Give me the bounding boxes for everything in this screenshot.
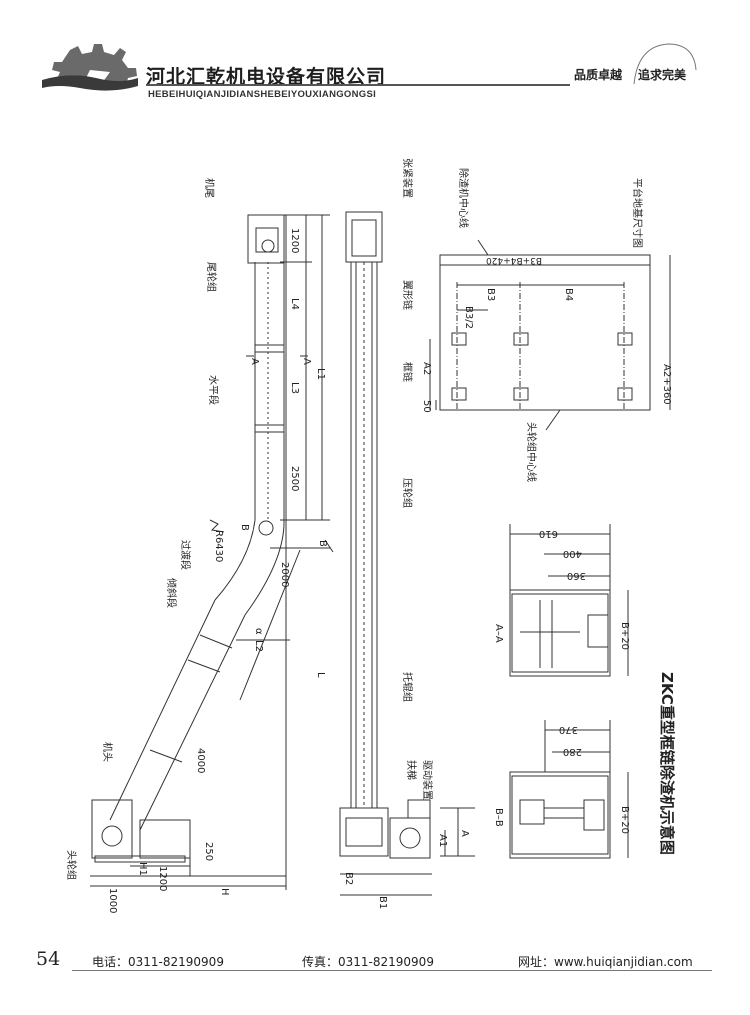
dim-610: 610 [539, 528, 558, 539]
dim-B3: B3 [485, 288, 496, 301]
dim-B3-half: B3/2 [463, 306, 474, 329]
mark-section-A-left: A [249, 358, 260, 365]
header-rule [146, 84, 570, 86]
front-view [339, 211, 475, 896]
footer-fax: 传真：0311-82190909 [302, 955, 434, 969]
label-press-wheel-group: 压轮组 [401, 478, 414, 508]
company-logo-icon [42, 44, 138, 91]
label-incline-section: 倾斜段 [165, 578, 178, 608]
label-radius: R6430 [213, 530, 224, 562]
side-view [90, 214, 334, 890]
dim-2000: 2000 [279, 562, 290, 587]
label-tail-wheel-group: 尾轮组 [205, 262, 218, 292]
dim-1200-bottom: 1200 [157, 866, 168, 891]
dim-H: H [219, 888, 230, 896]
dim-L2: L2 [253, 640, 264, 652]
page-header: 河北汇乾机电设备有限公司 HEBEIHUIQIANJIDIANSHEBEIYOU… [0, 0, 750, 110]
dim-L1: L1 [315, 368, 326, 380]
dim-B4: B4 [563, 288, 574, 301]
dim-B2: B2 [343, 872, 354, 885]
label-head-wheel-center-line: 头轮组中心线 [525, 422, 538, 482]
label-drive-device: 驱动装置 [421, 760, 434, 800]
mark-section-B-left: B [239, 524, 250, 531]
dim-400: 400 [563, 548, 582, 559]
company-name-cn: 河北汇乾机电设备有限公司 [146, 66, 387, 88]
drawing-title: ZKC重型框链除渣机示意图 [658, 672, 676, 855]
label-ladder: 扶梯 [405, 760, 418, 780]
footer-rule [72, 970, 712, 971]
technical-drawing: 机尾 尾轮组 水平段 过渡段 倾斜段 机头 头轮组 R6430 α 1200 L… [65, 158, 676, 913]
label-horizontal-section: 水平段 [207, 375, 220, 405]
label-slag-center-line: 除渣机中心线 [457, 168, 470, 228]
slogan-arc-icon [633, 43, 697, 85]
label-transition-section: 过渡段 [179, 540, 192, 570]
slogan-quality: 品质卓越 [574, 68, 623, 82]
dim-1200-top: 1200 [289, 228, 300, 253]
dim-A: A [459, 830, 470, 837]
mark-section-B-right: B [317, 540, 328, 547]
label-section-bb: B–B [493, 808, 504, 827]
dim-H1: H1 [137, 862, 148, 876]
footer-website: 网址：www.huiqianjidian.com [518, 955, 693, 969]
dim-A1: A1 [437, 834, 448, 847]
label-tension-device: 张紧装置 [401, 158, 414, 198]
label-idler-group: 托辊组 [401, 672, 414, 702]
dim-bb-b20: B+20 [619, 806, 630, 834]
dim-1000: 1000 [107, 888, 118, 913]
dim-L: L [315, 672, 326, 678]
label-wing-chain: 翼形链 [401, 280, 414, 310]
label-alpha: α [253, 628, 264, 635]
dim-total: B3+B4+420 [486, 255, 542, 265]
mark-section-A-right: A [301, 358, 312, 365]
label-frame-chain: 框链 [401, 362, 414, 382]
label-machine-head: 机头 [101, 742, 114, 762]
label-head-wheel-group: 头轮组 [65, 850, 78, 880]
company-name-en: HEBEIHUIQIANJIDIANSHEBEIYOUXIANGONGSI [148, 89, 377, 100]
foundation-plan [429, 239, 671, 431]
slogan-perfection: 追求完美 [638, 68, 687, 82]
dim-280: 280 [563, 746, 582, 757]
dim-50: 50 [421, 400, 432, 413]
dim-L4: L4 [289, 298, 300, 310]
dim-aa-b20: B+20 [619, 622, 630, 650]
label-foundation-caption: 平台地基尺寸图 [631, 178, 644, 248]
dim-A2: A2 [421, 362, 432, 375]
dim-L3: L3 [289, 382, 300, 394]
section-bb [509, 720, 629, 859]
section-aa [509, 524, 629, 677]
footer-phone: 电话：0311-82190909 [92, 955, 224, 969]
dim-2500: 2500 [289, 466, 300, 491]
dim-250: 250 [203, 842, 214, 861]
label-tail-machine: 机尾 [203, 178, 216, 198]
dim-360: 360 [567, 570, 586, 581]
label-section-aa: A–A [493, 624, 504, 643]
dim-370: 370 [559, 724, 578, 735]
dim-4000: 4000 [195, 748, 206, 773]
page-number: 54 [36, 948, 61, 970]
dim-A2-360: A2+360 [661, 364, 672, 405]
dim-B1: B1 [377, 896, 388, 909]
